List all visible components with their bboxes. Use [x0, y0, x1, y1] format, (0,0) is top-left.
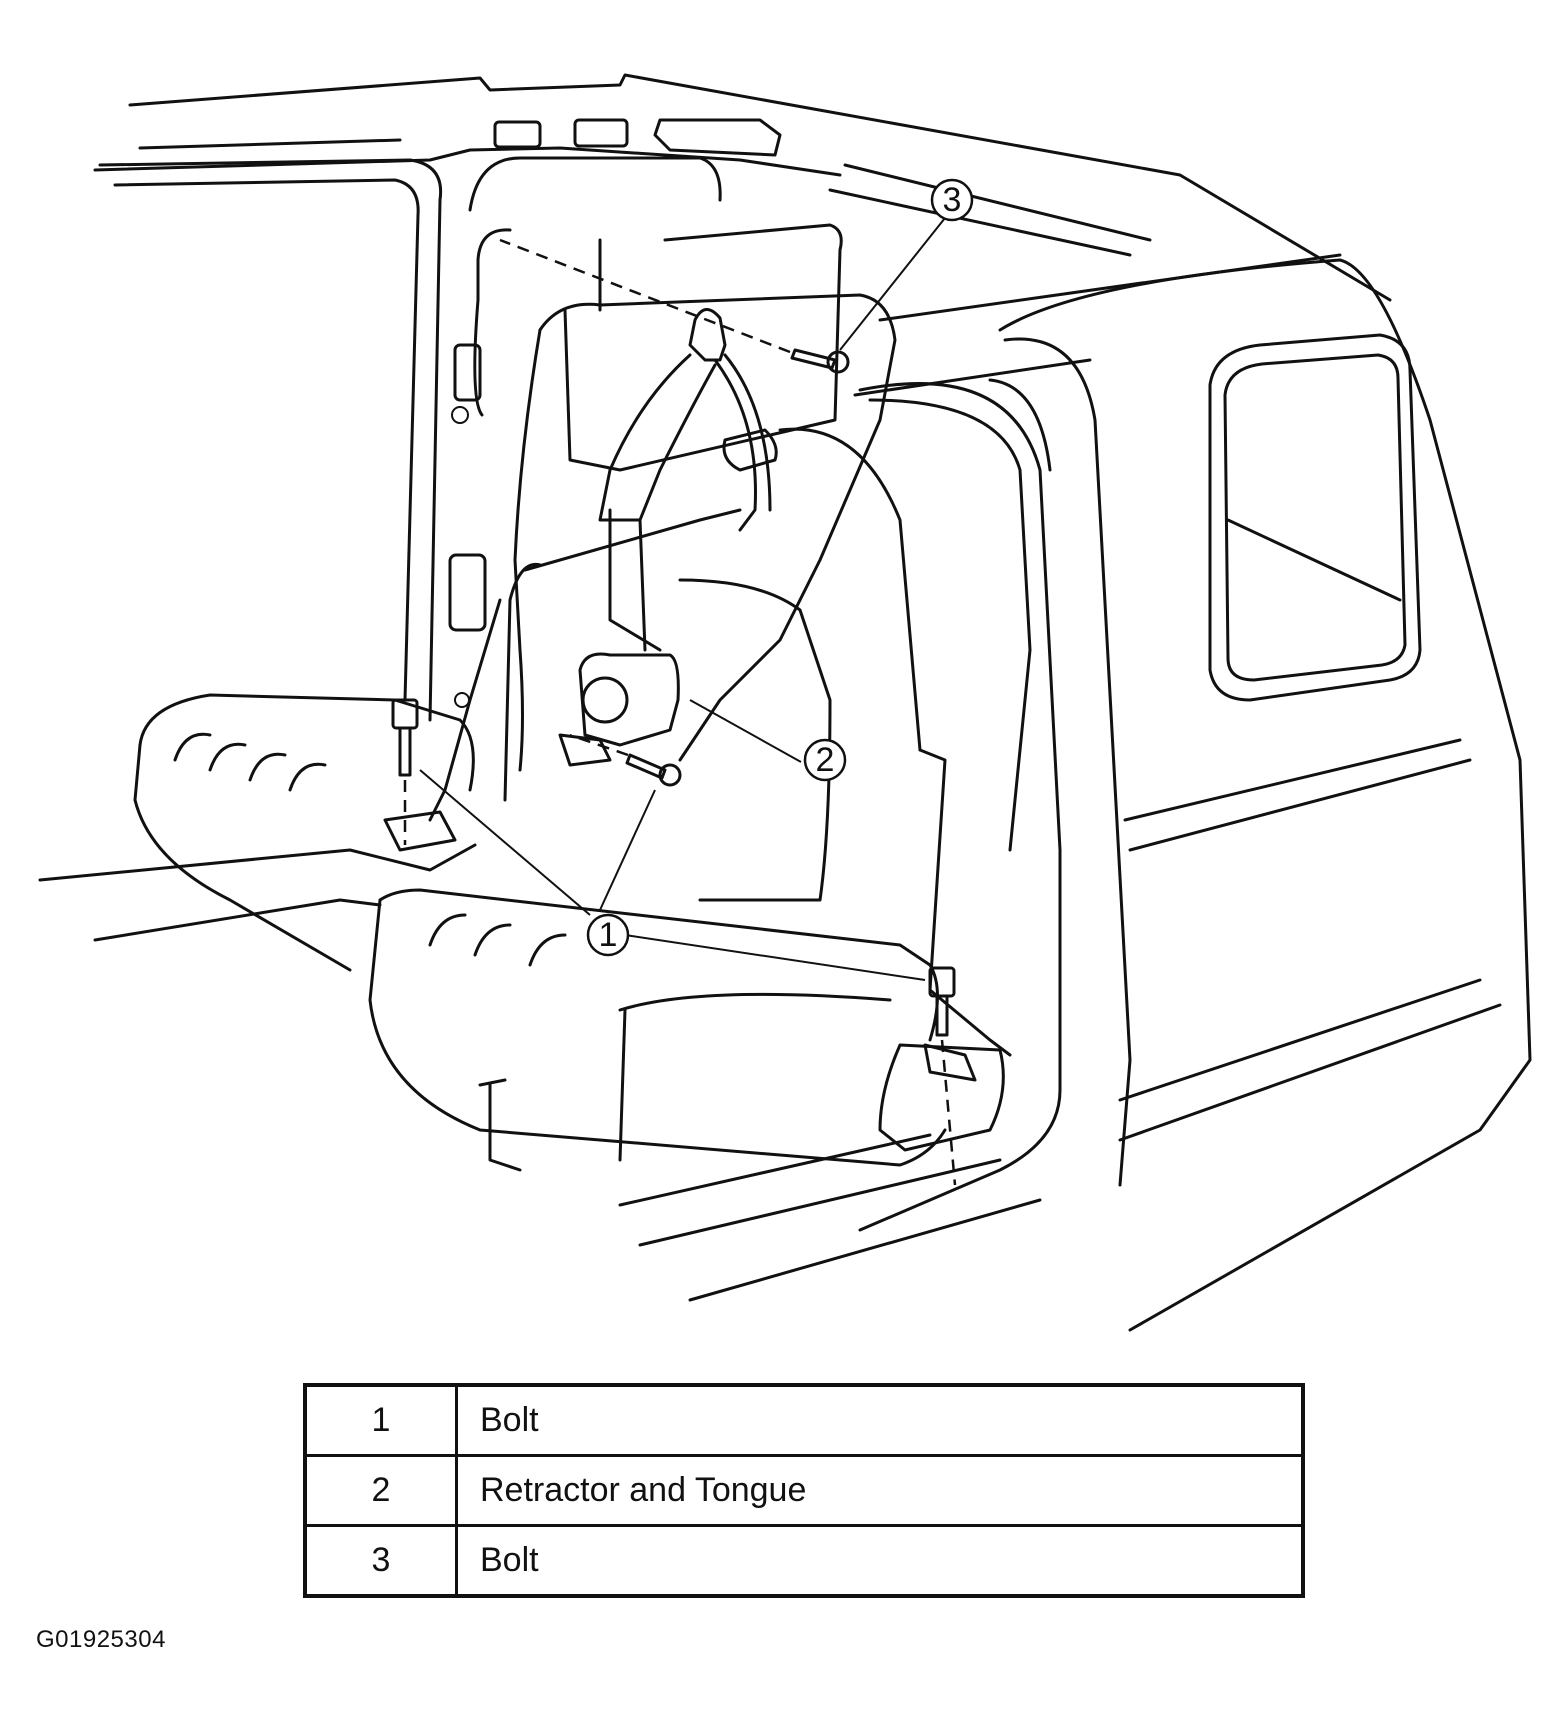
seat-belt-diagram: 1 2 3: [38, 73, 1532, 1332]
legend-description: Retractor and Tongue: [455, 1454, 1305, 1527]
legend-row: 1 Bolt: [303, 1383, 1305, 1457]
legend-table: 1 Bolt 2 Retractor and Tongue 3 Bolt: [303, 1383, 1305, 1598]
legend-description: Bolt: [455, 1383, 1305, 1457]
legend-number: 1: [303, 1383, 458, 1457]
legend-number: 2: [303, 1454, 458, 1527]
bolt-right-floor: [918, 748, 1012, 1186]
svg-text:2: 2: [816, 741, 835, 779]
callout-1: 1: [586, 913, 630, 957]
seat-cushion-right: [368, 888, 1005, 1172]
bolt-left-floor: [383, 698, 457, 852]
cab-roof: [93, 73, 1392, 397]
seat-belt-assembly: [428, 308, 778, 822]
seat-cushion-left: [38, 693, 477, 972]
callout-3: 3: [930, 178, 974, 222]
legend-row: 2 Retractor and Tongue: [303, 1454, 1305, 1527]
figure-id: G01925304: [36, 1626, 166, 1653]
legend-number: 3: [303, 1524, 458, 1598]
svg-text:3: 3: [943, 181, 962, 219]
legend-row: 3 Bolt: [303, 1524, 1305, 1598]
bolt-upper: [499, 238, 850, 374]
door-jamb: [618, 378, 1062, 1302]
cab-side: [998, 258, 1532, 1332]
legend-description: Bolt: [455, 1524, 1305, 1598]
seat-back: [513, 223, 1032, 902]
bolt-retractor: [569, 733, 682, 787]
callout-2: 2: [803, 738, 847, 782]
leader-lines: [419, 217, 946, 981]
rear-window: [98, 156, 722, 722]
svg-text:1: 1: [599, 916, 618, 954]
